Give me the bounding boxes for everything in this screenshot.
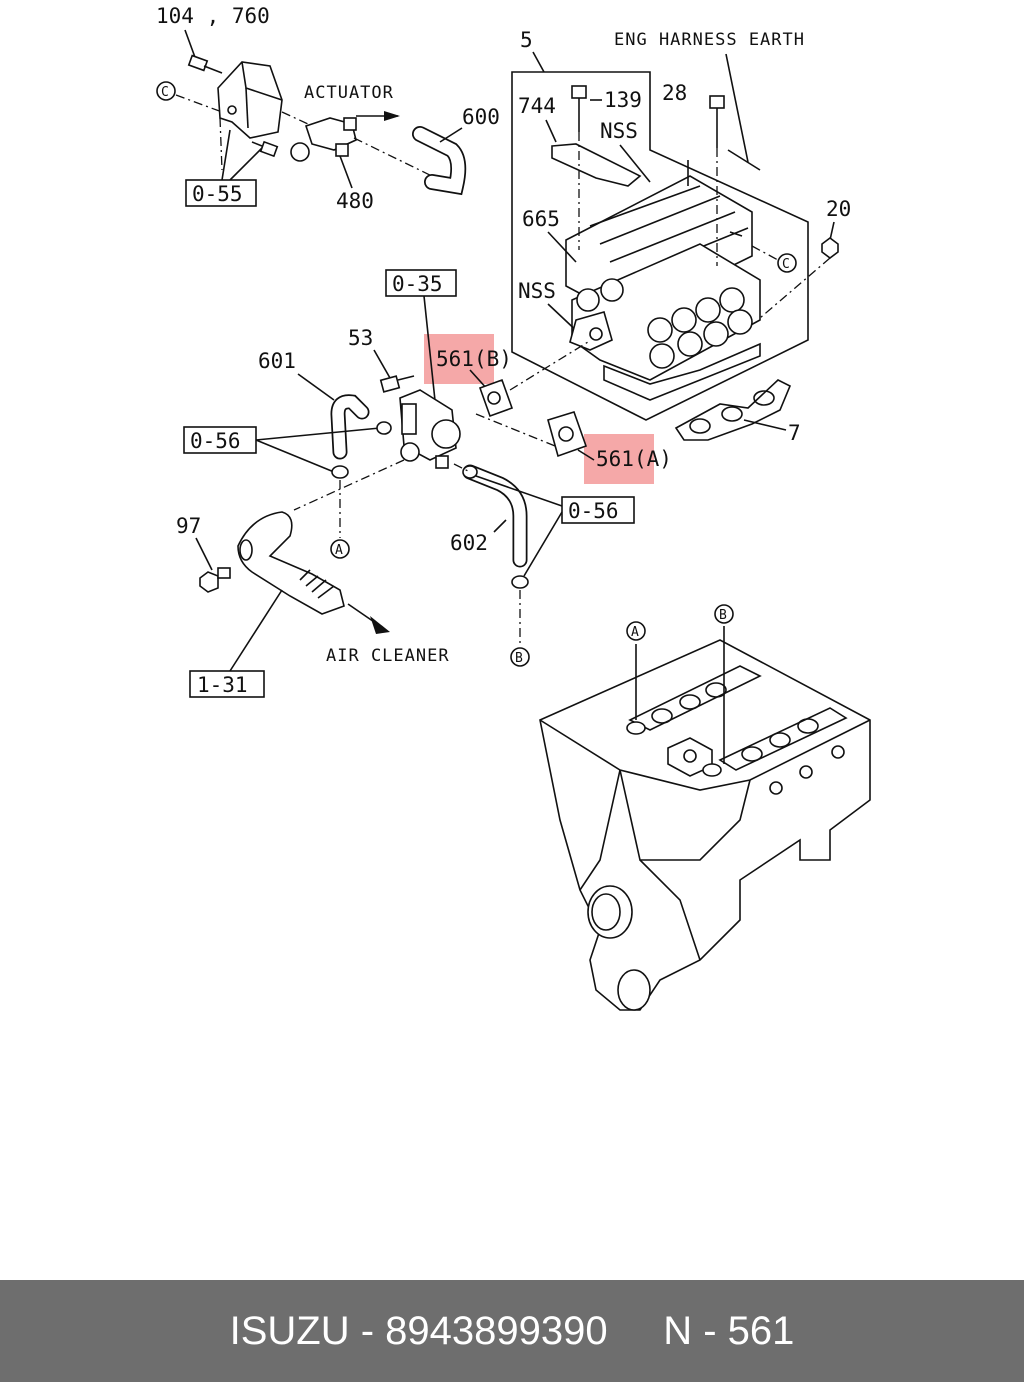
ref-box-1-31 [189,670,265,698]
intake-manifold [565,160,761,401]
throttle-body [399,389,461,469]
gasket-561a [547,411,588,458]
label-nss-1: NSS [600,119,638,143]
callout-c-top-left [156,81,176,101]
bolt-28 [709,95,725,148]
label-53: 53 [348,326,373,350]
label-28: 28 [662,81,687,105]
bolt-104 [187,54,223,74]
label-601: 601 [258,349,296,373]
actuator-valve [290,117,357,162]
clamp-0-56-right-a [462,465,478,479]
label-air-cleaner: AIR CLEANER [326,646,450,666]
footer-part-number: 8943899390 [385,1308,608,1353]
footer-ref-number: 561 [727,1308,795,1353]
air-duct-1-31 [237,511,345,615]
label-480: 480 [336,189,374,213]
highlight-561b [424,334,494,384]
label-nss-2: NSS [518,279,556,303]
label-561b-suffix: (B) [474,347,512,371]
callout-a-left [330,539,350,559]
manifold-outline-box [511,71,809,421]
svg-text:B: B [719,608,727,623]
footer-brand: ISUZU [229,1308,350,1353]
svg-text:B: B [515,651,523,666]
clamp-0-56-left-b [331,465,349,479]
bolt-139 [571,85,602,132]
bolt-97 [199,567,231,593]
label-5: 5 [520,28,533,52]
clamp-0-56-left-a [376,421,392,435]
footer-separator: - [349,1308,386,1353]
label-104-760: 104 , 760 [156,4,270,28]
footer-gap [608,1309,664,1354]
footer-caption: ISUZU - 8943899390 N - 561 [0,1280,1024,1382]
gasket-7 [674,379,792,441]
svg-text:C: C [782,257,790,272]
callout-b-lower [510,647,530,667]
ref-box-0-55 [185,179,257,207]
svg-text:0-35: 0-35 [392,272,443,296]
label-7: 7 [788,421,801,445]
actuator-bracket [217,61,283,139]
gasket-561b [478,378,514,418]
hose-600 [412,126,467,196]
svg-text:0-56: 0-56 [190,429,241,453]
highlight-561a [584,434,654,484]
clamp-0-56-right-b [511,575,529,589]
label-20: 20 [826,197,851,221]
bracket-744 [551,143,642,187]
nut-20 [821,237,839,259]
bolt-53 [379,375,415,393]
label-665: 665 [522,207,560,231]
label-602: 602 [450,531,488,555]
callout-a-engine [626,621,646,641]
bolt-0-55 [251,140,279,158]
callout-c-right [777,253,797,273]
svg-text:0-56: 0-56 [568,499,619,523]
hose-601 [330,394,370,460]
label-561a: 561 [596,447,634,471]
footer-separator-2: - [692,1308,728,1353]
ref-box-0-56-right [561,496,635,524]
svg-text:1-31: 1-31 [197,673,248,697]
label-139: 139 [604,88,642,112]
parts-diagram: 104 , 760 C 0-55 ACTUATOR 480 600 [156,4,871,1011]
label-actuator: ACTUATOR [304,83,394,103]
svg-text:A: A [335,543,343,558]
engine-block [539,639,871,1011]
label-97: 97 [176,514,201,538]
footer-ref-letter: N [663,1308,693,1353]
label-600: 600 [462,105,500,129]
svg-text:0-55: 0-55 [192,182,243,206]
ref-box-0-35 [385,269,457,297]
label-eng-harness-earth: ENG HARNESS EARTH [614,30,805,50]
label-744: 744 [518,94,556,118]
label-561a-suffix: (A) [634,447,672,471]
callout-b-engine [714,604,734,624]
svg-text:A: A [631,625,639,640]
svg-text:C: C [161,85,169,100]
label-561b: 561 [436,347,474,371]
